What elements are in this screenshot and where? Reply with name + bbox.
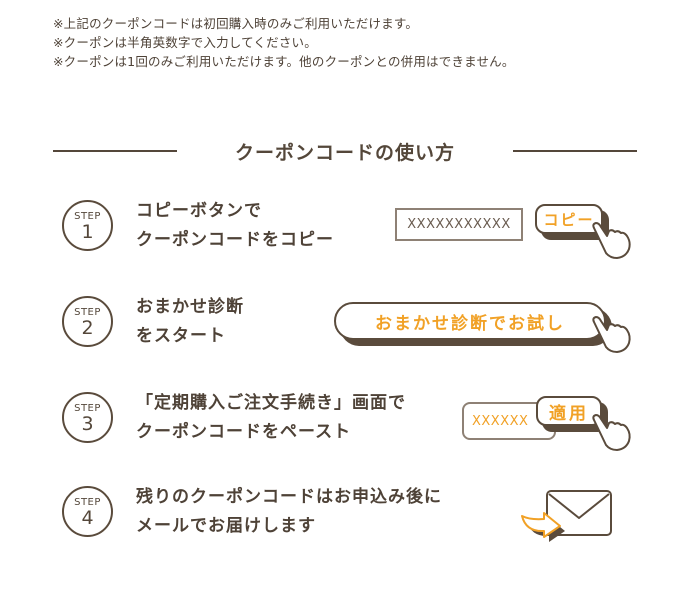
heading-rule-left [53,150,177,152]
step-number: 3 [81,413,94,435]
pointing-hand-icon [592,316,631,353]
step-number: 2 [81,317,94,339]
step-badge: STEP 1 [62,200,113,251]
heading-rule-right [512,150,637,152]
step-line-1: 残りのクーポンコードはお申込み後に [136,487,442,507]
step-line-1: コピーボタンで [136,201,262,221]
step-line-2: クーポンコードをコピー [136,230,334,250]
step-description: コピーボタンで クーポンコードをコピー [136,197,334,255]
step-line-2: をスタート [136,326,226,346]
step-line-1: 「定期購入ご注文手続き」画面で [136,393,406,413]
coupon-code-field: XXXXXXXXXXX [395,208,523,241]
pointing-hand-icon [592,222,631,259]
coupon-notes: ※上記のクーポンコードは初回購入時のみご利用いただけます。 ※クーポンは半角英数… [53,14,515,71]
step-2: STEP 2 おまかせ診断 をスタート おまかせ診断でお試し [62,292,652,358]
note-first-purchase: ※上記のクーポンコードは初回購入時のみご利用いただけます。 [53,16,419,31]
how-to-use-heading: クーポンコードの使い方 [53,136,637,166]
step-4: STEP 4 残りのクーポンコードはお申込み後に メールでお届けします [62,482,652,548]
step-badge: STEP 4 [62,486,113,537]
step-label: STEP [74,307,101,318]
step-description: おまかせ診断 をスタート [136,293,244,351]
step-line-1: おまかせ診断 [136,297,244,317]
step-number: 1 [81,221,94,243]
step-number: 4 [81,507,94,529]
copy-button[interactable]: コピー [535,204,603,234]
step-description: 「定期購入ご注文手続き」画面で クーポンコードをペースト [136,389,406,447]
note-half-width: ※クーポンは半角英数字で入力してください。 [53,35,317,50]
step-line-2: メールでお届けします [136,516,316,536]
step-description: 残りのクーポンコードはお申込み後に メールでお届けします [136,483,442,541]
step-label: STEP [74,211,101,222]
heading-title: クーポンコードの使い方 [234,141,455,164]
apply-button[interactable]: 適用 [536,396,602,426]
pointing-hand-icon [592,414,631,451]
step-label: STEP [74,403,101,414]
step-label: STEP [74,497,101,508]
note-single-use: ※クーポンは1回のみご利用いただけます。他のクーポンとの併用はできません。 [53,54,515,69]
step-badge: STEP 2 [62,296,113,347]
envelope-icon [521,490,612,542]
step-badge: STEP 3 [62,392,113,443]
step-3: STEP 3 「定期購入ご注文手続き」画面で クーポンコードをペースト XXXX… [62,388,652,454]
arrow-right-icon [521,512,565,542]
step-1: STEP 1 コピーボタンで クーポンコードをコピー XXXXXXXXXXX コ… [62,196,652,262]
omakase-diagnosis-button[interactable]: おまかせ診断でお試し [334,302,606,340]
step-line-2: クーポンコードをペースト [136,422,352,442]
